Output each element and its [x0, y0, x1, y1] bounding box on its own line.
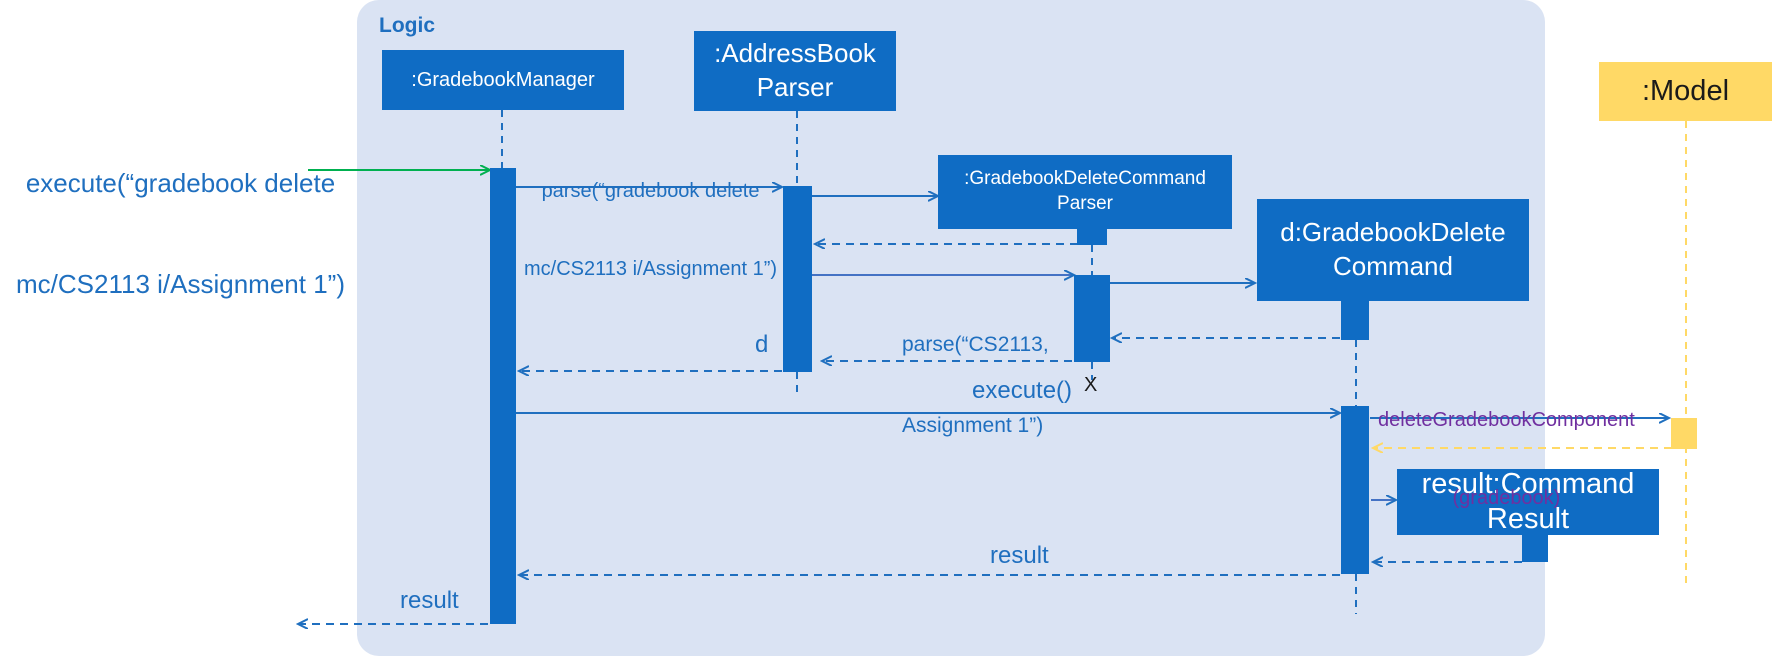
activation-delete-command-stub	[1341, 300, 1369, 340]
label-parse-call: parse(“gradebook delete mc/CS2113 i/Assi…	[524, 126, 777, 308]
participant-label-line2: Command	[1333, 251, 1453, 281]
label-line1: parse(“CS2113,	[902, 332, 1049, 356]
label-line1: deleteGradebookComponent	[1378, 409, 1635, 431]
participant-label-line2: Parser	[1057, 193, 1113, 214]
activation-address-book-parser	[783, 186, 812, 372]
activation-model	[1671, 418, 1697, 449]
participant-label-line2: Result	[1486, 503, 1570, 535]
participant-label: :GradebookManager	[411, 69, 595, 91]
participant-address-book-parser: :AddressBook Parser	[694, 31, 896, 111]
activation-command-parser	[1074, 275, 1110, 362]
activation-command-result-stub	[1522, 535, 1548, 562]
activation-command-parser-stub	[1077, 228, 1107, 245]
participant-gradebook-delete-command-parser: :GradebookDeleteCommand Parser	[938, 155, 1232, 229]
label-execute-call: execute(“gradebook delete mc/CS2113 i/As…	[16, 99, 345, 336]
participant-label-line1: :GradebookDeleteCommand	[964, 168, 1206, 190]
frame-title: Logic	[379, 14, 435, 37]
participant-label-line2: Parser	[756, 72, 834, 102]
participant-label: :Model	[1641, 75, 1730, 107]
label-line1: parse(“gradebook delete	[541, 180, 760, 202]
label-line1: execute(“gradebook delete	[25, 167, 336, 198]
participant-label-line1: :AddressBook	[714, 38, 876, 69]
participant-gradebook-manager: :GradebookManager	[382, 50, 624, 110]
participant-label-line1: result:Command	[1421, 468, 1635, 501]
label-return-d: d	[755, 331, 769, 358]
label-line2: (gradebook)	[1452, 487, 1561, 509]
label-line2: Assignment 1”)	[902, 414, 1044, 438]
label-line2: mc/CS2113 i/Assignment 1”)	[524, 258, 778, 280]
activation-gradebook-manager	[490, 168, 516, 624]
participant-label-line1: d:GradebookDelete	[1280, 217, 1506, 248]
label-return-result-outer: result	[400, 587, 459, 614]
label-execute-d: execute()	[972, 377, 1073, 404]
participant-model: :Model	[1599, 62, 1772, 121]
label-delete-component: deleteGradebookComponent (gradebook)	[1378, 355, 1635, 537]
label-line2: mc/CS2113 i/Assignment 1”)	[16, 268, 345, 299]
participant-command-result: result:Command Result	[1397, 468, 1659, 535]
label-return-result-inner: result	[990, 542, 1049, 569]
activation-delete-command	[1341, 406, 1369, 574]
destroy-marker: X	[1084, 374, 1098, 396]
participant-gradebook-delete-command: d:GradebookDelete Command	[1257, 199, 1529, 301]
label-parse-args: parse(“CS2113, Assignment 1”)	[902, 276, 1049, 467]
